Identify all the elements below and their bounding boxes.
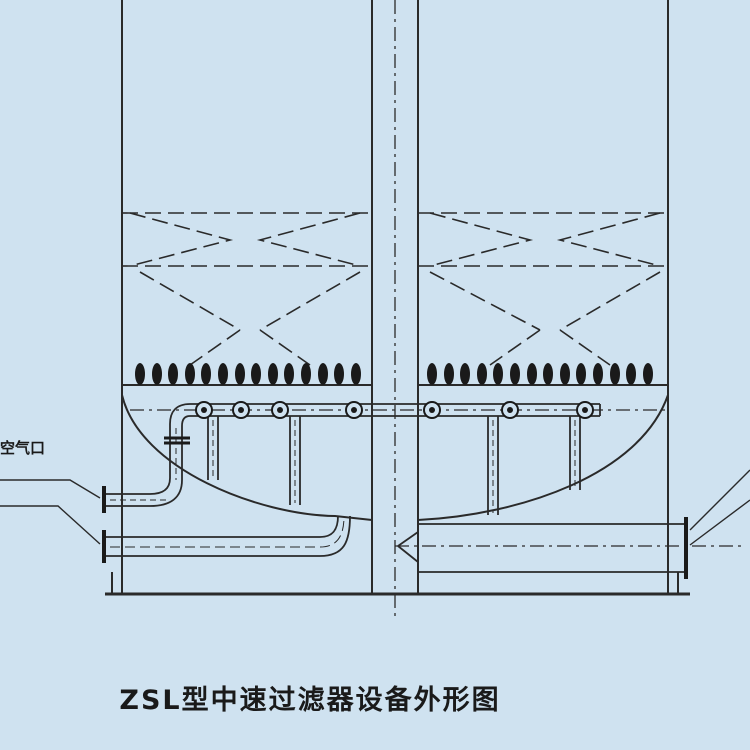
filter-nozzle (477, 363, 487, 385)
filter-nozzle (201, 363, 211, 385)
drain-pipe-left (106, 515, 351, 557)
valve-center (351, 407, 357, 413)
valve-center (429, 407, 435, 413)
valve-center (238, 407, 244, 413)
filter-nozzle (284, 363, 294, 385)
valve-center (507, 407, 513, 413)
x-frame-structure (122, 212, 668, 366)
bottom-dish (121, 394, 373, 521)
filter-nozzle (576, 363, 586, 385)
air-header-pipe (106, 403, 601, 515)
filter-nozzles (135, 363, 653, 385)
filter-nozzle (268, 363, 278, 385)
riser-flange (164, 436, 190, 445)
valve-center (582, 407, 588, 413)
leader-lines (0, 469, 750, 546)
filter-nozzle (218, 363, 228, 385)
filter-nozzle (626, 363, 636, 385)
filter-nozzle (235, 363, 245, 385)
filter-nozzle (135, 363, 145, 385)
filter-nozzle (444, 363, 454, 385)
header-valves (195, 401, 594, 419)
valve-center (201, 407, 207, 413)
filter-nozzle (251, 363, 261, 385)
filter-nozzle (301, 363, 311, 385)
filter-nozzle (351, 363, 361, 385)
filter-nozzle (560, 363, 570, 385)
air-port-label: 空气口 (0, 439, 46, 457)
filter-nozzle (493, 363, 503, 385)
filter-nozzle (152, 363, 162, 385)
valve-center (277, 407, 283, 413)
filter-nozzle (593, 363, 603, 385)
filter-nozzle (318, 363, 328, 385)
filter-nozzle (460, 363, 470, 385)
filter-nozzle (610, 363, 620, 385)
filter-nozzle (185, 363, 195, 385)
filter-nozzle (543, 363, 553, 385)
filter-nozzle (643, 363, 653, 385)
filter-nozzle (334, 363, 344, 385)
filter-nozzle (168, 363, 178, 385)
filter-nozzle (527, 363, 537, 385)
outlet-pipe-right (397, 523, 684, 573)
filter-nozzle (510, 363, 520, 385)
port-flanges (102, 486, 688, 579)
diagram-caption: ZSL型中速过滤器设备外形图 (119, 685, 501, 716)
filter-nozzle (427, 363, 437, 385)
